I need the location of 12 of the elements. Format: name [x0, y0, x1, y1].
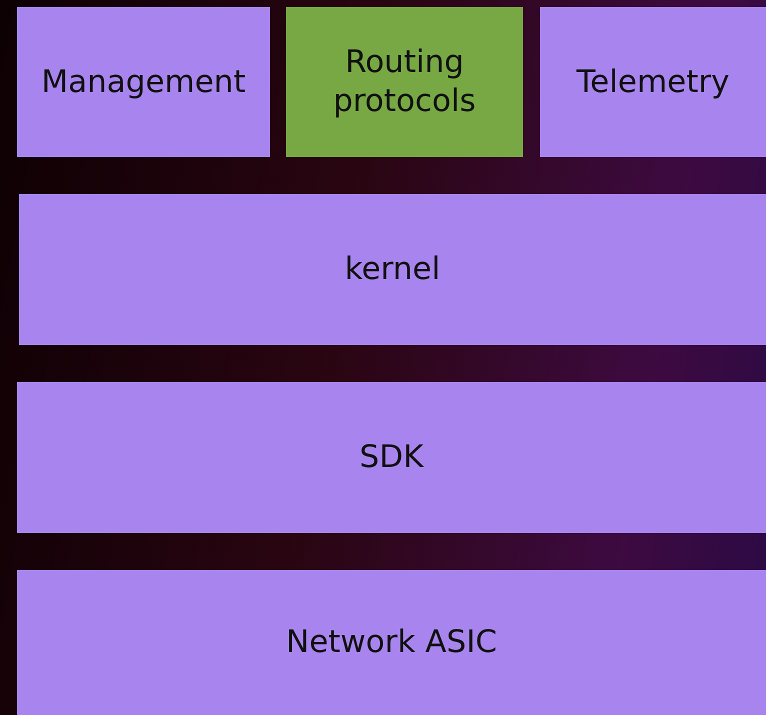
layer-box [286, 7, 523, 157]
layer-label: kernel [344, 250, 440, 289]
layer-box [19, 194, 766, 345]
layer-box [17, 7, 270, 157]
layer-box [17, 382, 766, 533]
layer-label: Management [41, 62, 246, 102]
layer-label: Routing protocols [332, 43, 477, 121]
layer-label: Telemetry [576, 62, 730, 102]
layer-label: SDK [360, 438, 424, 477]
layer-box [17, 570, 766, 715]
layer-box [540, 7, 766, 157]
layer-label: Network ASIC [286, 623, 497, 662]
